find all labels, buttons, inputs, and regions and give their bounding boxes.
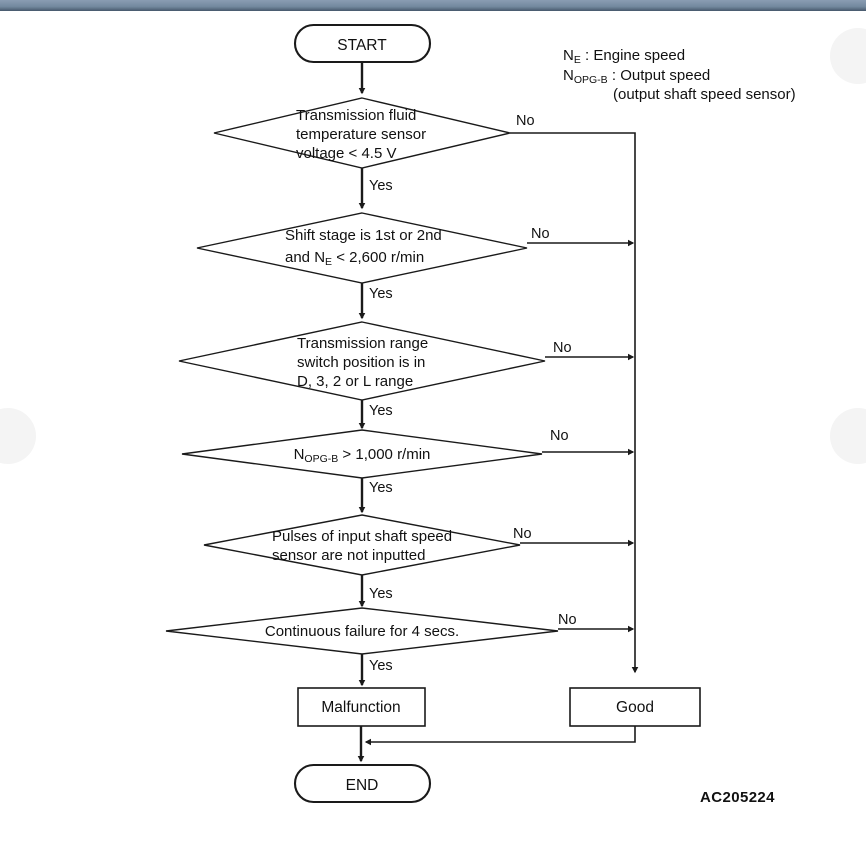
- legend-line-2: NOPG-B : Output speed: [563, 67, 710, 86]
- label-yes-decision-5: Yes: [369, 586, 393, 602]
- decision-2-line-2: and NE < 2,600 r/min: [285, 249, 424, 268]
- good-box: Good: [569, 687, 701, 727]
- decision-5-line-2: sensor are not inputted: [272, 547, 425, 564]
- label-yes-decision-6: Yes: [369, 658, 393, 674]
- legend-symbol-ne: N: [563, 47, 574, 64]
- legend-symbol-nopgb: N: [563, 67, 574, 84]
- decision-4-sub: OPG-B: [304, 453, 338, 465]
- decision-1-line-3: voltage < 4.5 V: [296, 145, 397, 162]
- decision-3-line-1: Transmission range: [297, 335, 428, 352]
- decision-1-line-2: temperature sensor: [296, 126, 426, 143]
- branch-no-decision-1-rail: [510, 132, 639, 674]
- start-label: START: [337, 37, 387, 54]
- reference-code: AC205224: [700, 789, 775, 806]
- label-no-decision-3: No: [553, 340, 572, 356]
- decision-input-pulses: Pulses of input shaft speed sensor are n…: [203, 514, 521, 576]
- decision-1-line-1: Transmission fluid: [296, 107, 416, 124]
- label-no-decision-6: No: [558, 612, 577, 628]
- label-no-decision-2: No: [531, 226, 550, 242]
- decision-5-line-1: Pulses of input shaft speed: [272, 528, 452, 545]
- good-label: Good: [616, 699, 654, 716]
- legend-symbol-nopgb-sub: OPG-B: [574, 74, 608, 86]
- end-terminal: END: [293, 763, 432, 804]
- legend-sep-1: :: [581, 47, 594, 64]
- end-label: END: [346, 777, 379, 794]
- label-no-decision-5: No: [513, 526, 532, 542]
- decision-2-line-1: Shift stage is 1st or 2nd: [285, 227, 442, 244]
- malfunction-label: Malfunction: [321, 699, 400, 716]
- decision-3-line-2: switch position is in: [297, 354, 425, 371]
- legend-symbol-ne-sub: E: [574, 54, 581, 66]
- legend-line-1: NE : Engine speed: [563, 47, 685, 66]
- label-yes-decision-1: Yes: [369, 178, 393, 194]
- decision-2-line-2-pre: and N: [285, 249, 325, 266]
- connector-good-to-end-merge: [364, 726, 636, 746]
- decision-shift-stage: Shift stage is 1st or 2nd and NE < 2,600…: [196, 212, 528, 284]
- decision-fluid-temp: Transmission fluid temperature sensor vo…: [213, 97, 511, 169]
- decision-continuous-failure: Continuous failure for 4 secs.: [165, 607, 559, 655]
- label-yes-decision-4: Yes: [369, 480, 393, 496]
- label-yes-decision-3: Yes: [369, 403, 393, 419]
- decision-range-switch: Transmission range switch position is in…: [178, 321, 546, 401]
- decision-4-line-1: NOPG-B > 1,000 r/min: [294, 446, 431, 465]
- decision-4-post: > 1,000 r/min: [338, 446, 430, 463]
- label-no-decision-4: No: [550, 428, 569, 444]
- top-banner-bar: [0, 0, 866, 11]
- decision-2-line-2-post: < 2,600 r/min: [332, 249, 424, 266]
- label-no-decision-1: No: [516, 113, 535, 129]
- legend: NE : Engine speed NOPG-B : Output speed …: [563, 47, 796, 103]
- label-yes-decision-2: Yes: [369, 286, 393, 302]
- decision-2-line-2-sub: E: [325, 256, 332, 268]
- decision-6-line-1: Continuous failure for 4 secs.: [265, 623, 459, 640]
- decision-4-pre: N: [294, 446, 305, 463]
- legend-line-3: (output shaft speed sensor): [613, 86, 796, 103]
- legend-sep-2: :: [608, 67, 621, 84]
- malfunction-box: Malfunction: [297, 687, 426, 727]
- legend-text-1: Engine speed: [593, 47, 685, 64]
- start-terminal: START: [293, 23, 432, 64]
- legend-text-2: Output speed: [620, 67, 710, 84]
- decision-output-speed: NOPG-B > 1,000 r/min: [181, 429, 543, 479]
- decision-3-line-3: D, 3, 2 or L range: [297, 373, 413, 390]
